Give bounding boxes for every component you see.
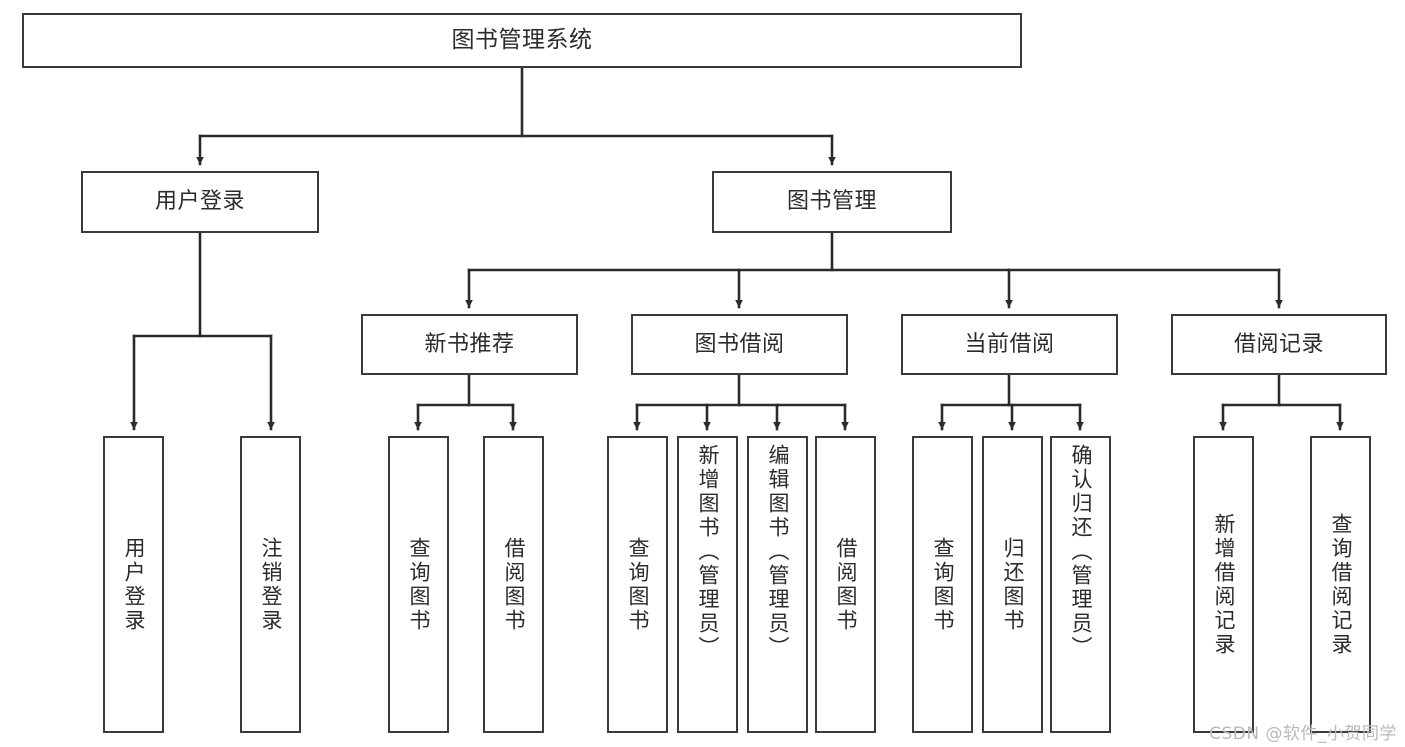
leaf-query-book-borrow[interactable]: 查询图书	[607, 436, 668, 733]
leaf-add-borrow-record[interactable]: 新增借阅记录	[1193, 436, 1254, 733]
node-borrow-record[interactable]: 借阅记录	[1171, 314, 1387, 375]
watermark-text: CSDN @软件_小贺同学	[1209, 724, 1397, 744]
leaf-query-borrow-record-label: 查询借阅记录	[1329, 512, 1353, 657]
leaf-return-book-label: 归还图书	[1001, 536, 1025, 633]
leaf-user-login-label: 用户登录	[122, 536, 146, 633]
leaf-query-book-current[interactable]: 查询图书	[912, 436, 973, 733]
node-book-management-label: 图书管理	[786, 189, 877, 215]
leaf-confirm-return[interactable]: 确认归还（管理员）	[1050, 436, 1111, 733]
node-root-label: 图书管理系统	[451, 26, 593, 53]
node-book-management[interactable]: 图书管理	[712, 171, 952, 233]
leaf-query-borrow-record[interactable]: 查询借阅记录	[1310, 436, 1371, 733]
leaf-user-logout[interactable]: 注销登录	[240, 436, 301, 733]
leaf-add-book-label: 新增图书（管理员）	[696, 444, 720, 660]
leaf-query-book-current-label: 查询图书	[931, 536, 955, 633]
node-current-borrow-label: 当前借阅	[964, 331, 1055, 357]
leaf-borrow-book-label: 借阅图书	[834, 536, 858, 633]
leaf-edit-book-label: 编辑图书（管理员）	[766, 444, 790, 660]
leaf-query-book-borrow-label: 查询图书	[626, 536, 650, 633]
node-root[interactable]: 图书管理系统	[22, 13, 1022, 68]
leaf-user-logout-label: 注销登录	[259, 536, 283, 633]
leaf-add-book[interactable]: 新增图书（管理员）	[677, 436, 738, 733]
leaf-borrow-book[interactable]: 借阅图书	[815, 436, 876, 733]
leaf-add-borrow-record-label: 新增借阅记录	[1212, 512, 1236, 657]
leaf-query-book-recommend-label: 查询图书	[407, 536, 431, 633]
node-user-login-label: 用户登录	[154, 189, 245, 215]
leaf-edit-book[interactable]: 编辑图书（管理员）	[747, 436, 808, 733]
leaf-return-book[interactable]: 归还图书	[982, 436, 1043, 733]
node-book-borrow-label: 图书借阅	[694, 331, 785, 357]
leaf-borrow-book-recommend[interactable]: 借阅图书	[483, 436, 544, 733]
node-borrow-record-label: 借阅记录	[1233, 331, 1324, 357]
node-book-borrow[interactable]: 图书借阅	[631, 314, 848, 375]
node-new-book-recommend[interactable]: 新书推荐	[361, 314, 578, 375]
node-user-login[interactable]: 用户登录	[81, 171, 319, 233]
leaf-borrow-book-recommend-label: 借阅图书	[502, 536, 526, 633]
leaf-confirm-return-label: 确认归还（管理员）	[1069, 444, 1093, 660]
leaf-user-login[interactable]: 用户登录	[103, 436, 164, 733]
node-new-book-recommend-label: 新书推荐	[424, 331, 515, 357]
node-current-borrow[interactable]: 当前借阅	[901, 314, 1118, 375]
leaf-query-book-recommend[interactable]: 查询图书	[388, 436, 449, 733]
